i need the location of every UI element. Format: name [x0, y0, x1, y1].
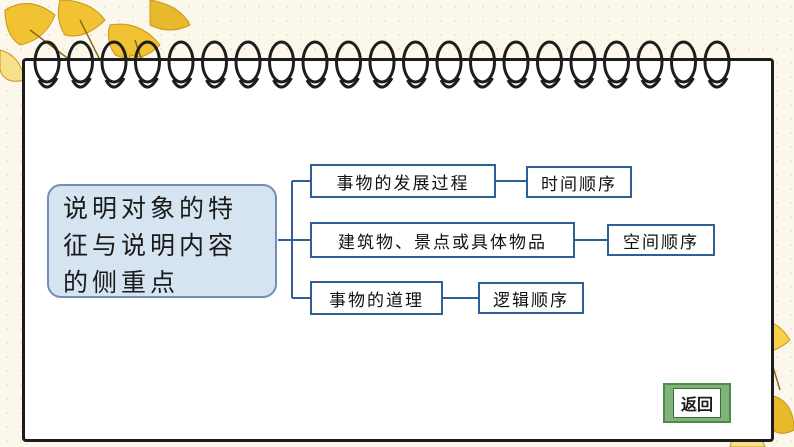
- order-box-3: 逻辑顺序: [478, 282, 584, 314]
- return-button[interactable]: 返回: [663, 383, 731, 423]
- content-box-3: 事物的道理: [310, 281, 443, 315]
- return-button-label: 返回: [672, 388, 721, 418]
- content-box-2: 建筑物、景点或具体物品: [310, 222, 575, 258]
- order-box-1: 时间顺序: [526, 166, 632, 198]
- order-box-2: 空间顺序: [607, 224, 715, 256]
- content-box-1: 事物的发展过程: [310, 164, 496, 198]
- main-topic-box: 说明对象的特征与说明内容的侧重点: [47, 184, 277, 298]
